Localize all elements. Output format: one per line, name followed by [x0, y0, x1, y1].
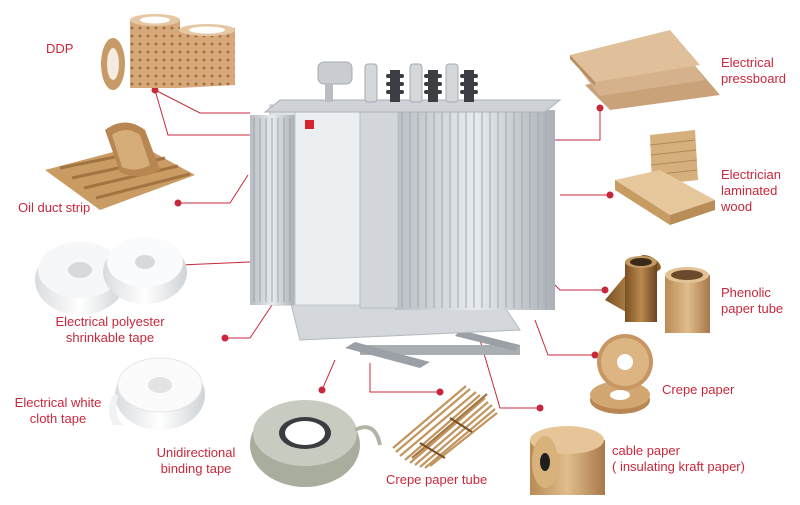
connector-dot [591, 351, 599, 359]
connector-white-cloth [225, 304, 273, 339]
oil-duct-strip-icon [45, 122, 195, 210]
bushings [386, 70, 478, 102]
binding-tape-roll-icon [250, 400, 382, 487]
label-white-cloth-tape-line1: Electrical white [14, 395, 102, 410]
label-binding-tape-line2: binding tape [160, 461, 232, 476]
connector-crepe-tube [369, 363, 440, 393]
polyester-tape-roll-icon [35, 237, 187, 315]
oil-immersed-transformer-icon [250, 61, 562, 368]
connector-dot [436, 388, 444, 396]
connector-oil-duct [178, 174, 249, 204]
connector-crepe-paper [534, 319, 595, 356]
label-ddp-text: DDP [46, 41, 74, 56]
phenolic-tube-icon [605, 255, 710, 333]
label-polyester-tape-line2: shrinkable tape [65, 330, 155, 345]
laminated-wood-icon [615, 130, 715, 225]
connector-phenolic [549, 279, 605, 291]
connector-dot [174, 199, 182, 207]
label-oil-duct-strip-text: Oil duct strip [18, 200, 91, 215]
right-radiator-fins [395, 110, 555, 310]
connector-cable-paper [479, 339, 540, 409]
label-cable-paper-line2: ( insulating kraft paper) [612, 459, 745, 474]
label-pressboard-line2: pressboard [721, 71, 787, 86]
label-laminated-wood-line3: wood [721, 199, 753, 214]
ddp-paper-roll-icon [101, 14, 235, 90]
pressboard-sheet-icon [570, 30, 720, 110]
connector-binding [321, 359, 336, 391]
white-cloth-tape-roll-icon [109, 357, 205, 430]
connector-polyester [179, 261, 251, 266]
label-ddp: DDP [46, 41, 73, 57]
label-laminated-wood: Electrician laminated wood [721, 167, 781, 215]
connector-dot [221, 334, 229, 342]
crepe-paper-tube-bundle-icon [392, 385, 498, 469]
connector-dot [596, 104, 604, 112]
label-crepe-paper: Crepe paper [662, 382, 734, 398]
label-oil-duct-strip: Oil duct strip [18, 200, 90, 216]
label-laminated-wood-line2: laminated [721, 183, 778, 198]
connector-dots [151, 86, 614, 412]
connector-dot [606, 191, 614, 199]
label-phenolic-tube-line1: Phenolic [721, 285, 771, 300]
label-polyester-tape-line1: Electrical polyester [55, 314, 165, 329]
connector-ddp [154, 89, 250, 136]
connector-lines [154, 89, 610, 409]
label-laminated-wood-line1: Electrician [721, 167, 781, 182]
connector-pressboard [552, 108, 601, 141]
nameplate-badge [305, 120, 314, 129]
label-phenolic-tube: Phenolic paper tube [721, 285, 783, 317]
label-phenolic-tube-line2: paper tube [721, 301, 784, 316]
label-crepe-paper-tube-text: Crepe paper tube [386, 472, 488, 487]
label-white-cloth-tape: Electrical white cloth tape [15, 395, 102, 427]
label-crepe-paper-tube: Crepe paper tube [386, 472, 487, 488]
connector-dot [151, 86, 159, 94]
label-pressboard-line1: Electrical [721, 55, 774, 70]
connector-ddp-2 [154, 89, 250, 114]
connector-dot [601, 286, 609, 294]
label-cable-paper-line1: cable paper [612, 443, 680, 458]
kraft-paper-roll-icon [530, 426, 605, 495]
connector-dot [318, 386, 326, 394]
label-pressboard: Electrical pressboard [721, 55, 786, 87]
left-radiator-fins [250, 115, 295, 305]
label-binding-tape-line1: Unidirectional [156, 445, 236, 460]
crepe-paper-roll-icon [590, 334, 653, 414]
label-polyester-tape: Electrical polyester shrinkable tape [55, 314, 164, 346]
label-binding-tape: Unidirectional binding tape [157, 445, 236, 477]
label-crepe-paper-text: Crepe paper [662, 382, 735, 397]
label-white-cloth-tape-line2: cloth tape [29, 411, 87, 426]
label-cable-paper: cable paper ( insulating kraft paper) [612, 443, 745, 475]
connector-dot [536, 404, 544, 412]
